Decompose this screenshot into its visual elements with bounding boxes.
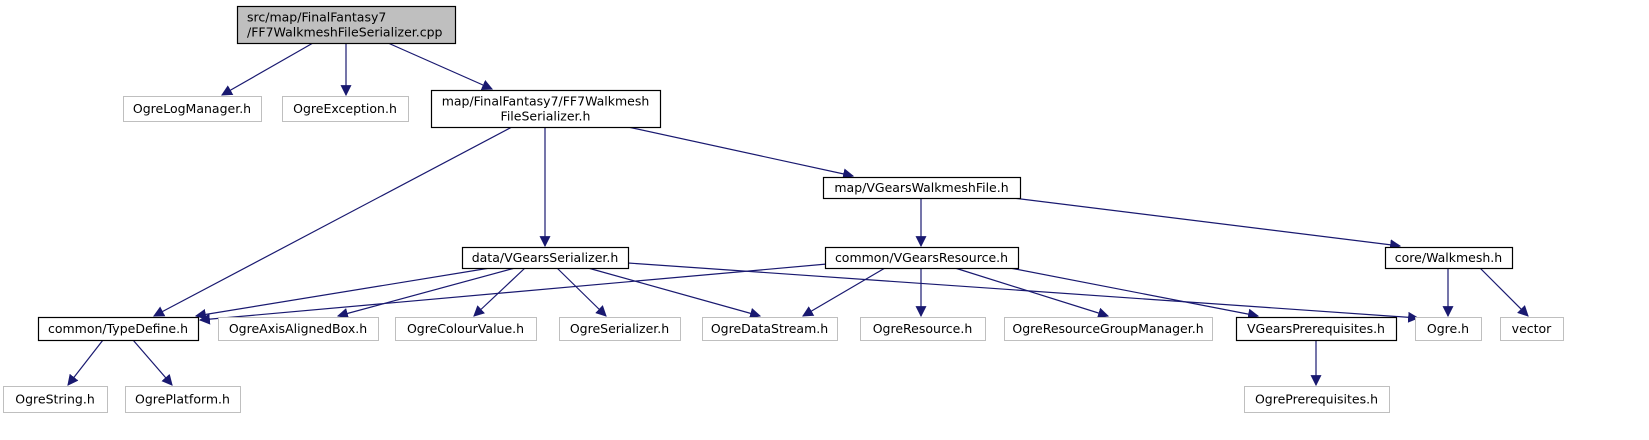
node-ogrelogmanager: OgreLogManager.h bbox=[123, 96, 262, 122]
node-label: OgrePrerequisites.h bbox=[1255, 392, 1378, 407]
node-ogreaabb: OgreAxisAlignedBox.h bbox=[218, 317, 379, 341]
node-vgearswalkmeshfile[interactable]: map/VGearsWalkmeshFile.h bbox=[822, 176, 1022, 200]
node-box bbox=[218, 317, 379, 341]
node-box bbox=[1244, 386, 1390, 413]
node-box bbox=[282, 96, 409, 122]
node-vgearsresource[interactable]: common/VGearsResource.h bbox=[824, 246, 1020, 270]
node-box bbox=[1500, 317, 1564, 341]
node-box bbox=[395, 317, 537, 341]
node-box bbox=[1235, 316, 1398, 342]
edge-ff7serializer_h-to-vgearswalkmeshfile bbox=[627, 126, 855, 180]
node-box bbox=[461, 246, 630, 270]
node-label: OgreLogManager.h bbox=[133, 101, 251, 116]
node-box bbox=[125, 386, 241, 413]
edge-vgearswalkmeshfile-to-walkmesh bbox=[1012, 197, 1402, 251]
nodes-layer: src/map/FinalFantasy7/FF7WalkmeshFileSer… bbox=[3, 5, 1564, 413]
node-label: OgreColourValue.h bbox=[407, 321, 524, 336]
node-ogredatastream: OgreDataStream.h bbox=[702, 317, 838, 341]
edge-vgearsserializer-to-typedefine bbox=[194, 267, 491, 320]
node-root[interactable]: src/map/FinalFantasy7/FF7WalkmeshFileSer… bbox=[236, 5, 457, 45]
node-label: OgreDataStream.h bbox=[711, 321, 828, 336]
edge-vgearsserializer-to-ogreaabb bbox=[336, 267, 516, 319]
node-label: vector bbox=[1512, 321, 1553, 336]
node-box bbox=[1415, 317, 1482, 341]
node-label: VGearsPrerequisites.h bbox=[1247, 321, 1385, 336]
node-label: map/FinalFantasy7/FF7Walkmesh bbox=[442, 94, 650, 109]
node-walkmesh[interactable]: core/Walkmesh.h bbox=[1384, 246, 1514, 270]
node-ogrecolour: OgreColourValue.h bbox=[395, 317, 537, 341]
node-label: OgreException.h bbox=[293, 101, 397, 116]
node-box bbox=[559, 317, 681, 341]
node-box bbox=[822, 176, 1022, 200]
edge-root-to-ff7serializer_h bbox=[387, 42, 494, 91]
node-label: map/VGearsWalkmeshFile.h bbox=[834, 180, 1008, 195]
node-label: OgreResource.h bbox=[873, 321, 973, 336]
node-ogreexception: OgreException.h bbox=[282, 96, 409, 122]
node-label: /FF7WalkmeshFileSerializer.cpp bbox=[247, 25, 443, 40]
node-box bbox=[37, 316, 200, 342]
edge-vgearsresource-to-vgearsprereq bbox=[1009, 267, 1260, 320]
edge-vgearsserializer-to-ogreserializer bbox=[556, 267, 607, 317]
edge-vgearsresource-to-typedefine bbox=[198, 263, 828, 325]
node-label: common/TypeDefine.h bbox=[48, 321, 188, 336]
node-box bbox=[3, 386, 108, 413]
node-label: OgreResourceGroupManager.h bbox=[1012, 321, 1203, 336]
node-label: FileSerializer.h bbox=[501, 109, 591, 124]
node-box bbox=[824, 246, 1020, 270]
edge-typedefine-to-ogrestring bbox=[67, 339, 104, 386]
node-box bbox=[1004, 317, 1213, 341]
node-label: OgrePlatform.h bbox=[135, 392, 230, 407]
node-ogreprereq: OgrePrerequisites.h bbox=[1244, 386, 1390, 413]
node-typedefine[interactable]: common/TypeDefine.h bbox=[37, 316, 200, 342]
node-label: core/Walkmesh.h bbox=[1395, 250, 1502, 265]
node-ogrestring: OgreString.h bbox=[3, 386, 108, 413]
node-ogreplatform: OgrePlatform.h bbox=[125, 386, 241, 413]
node-ogreresource: OgreResource.h bbox=[860, 317, 986, 341]
edge-walkmesh-to-vector bbox=[1479, 267, 1529, 317]
node-box bbox=[430, 89, 662, 129]
node-label: data/VGearsSerializer.h bbox=[472, 250, 619, 265]
edge-typedefine-to-ogreplatform bbox=[132, 339, 173, 386]
edge-vgearsserializer-to-ogredatastream bbox=[587, 267, 762, 319]
node-label: src/map/FinalFantasy7 bbox=[247, 10, 386, 25]
node-box bbox=[702, 317, 838, 341]
node-vector: vector bbox=[1500, 317, 1564, 341]
edge-vgearsserializer-to-ogre bbox=[627, 262, 1420, 323]
node-vgearsserializer[interactable]: data/VGearsSerializer.h bbox=[461, 246, 630, 270]
node-label: common/VGearsResource.h bbox=[835, 250, 1008, 265]
node-ff7serializer_h[interactable]: map/FinalFantasy7/FF7WalkmeshFileSeriali… bbox=[430, 89, 662, 129]
node-label: OgreSerializer.h bbox=[570, 321, 669, 336]
node-label: OgreAxisAlignedBox.h bbox=[229, 321, 367, 336]
edge-ff7serializer_h-to-typedefine bbox=[153, 126, 513, 317]
node-ogre: Ogre.h bbox=[1415, 317, 1482, 341]
edges-layer bbox=[67, 42, 1529, 387]
edge-vgearsresource-to-ogredatastream bbox=[802, 267, 886, 317]
node-box bbox=[123, 96, 262, 122]
edge-vgearsserializer-to-ogrecolour bbox=[473, 267, 526, 317]
node-box bbox=[860, 317, 986, 341]
node-label: OgreString.h bbox=[15, 392, 95, 407]
node-label: Ogre.h bbox=[1427, 321, 1469, 336]
node-ogrergm: OgreResourceGroupManager.h bbox=[1004, 317, 1213, 341]
node-ogreserializer: OgreSerializer.h bbox=[559, 317, 681, 341]
node-vgearsprereq[interactable]: VGearsPrerequisites.h bbox=[1235, 316, 1398, 342]
node-box bbox=[236, 5, 457, 45]
node-box bbox=[1384, 246, 1514, 270]
edge-root-to-ogrelogmanager bbox=[221, 42, 314, 96]
edge-vgearsresource-to-ogrergm bbox=[954, 267, 1110, 319]
